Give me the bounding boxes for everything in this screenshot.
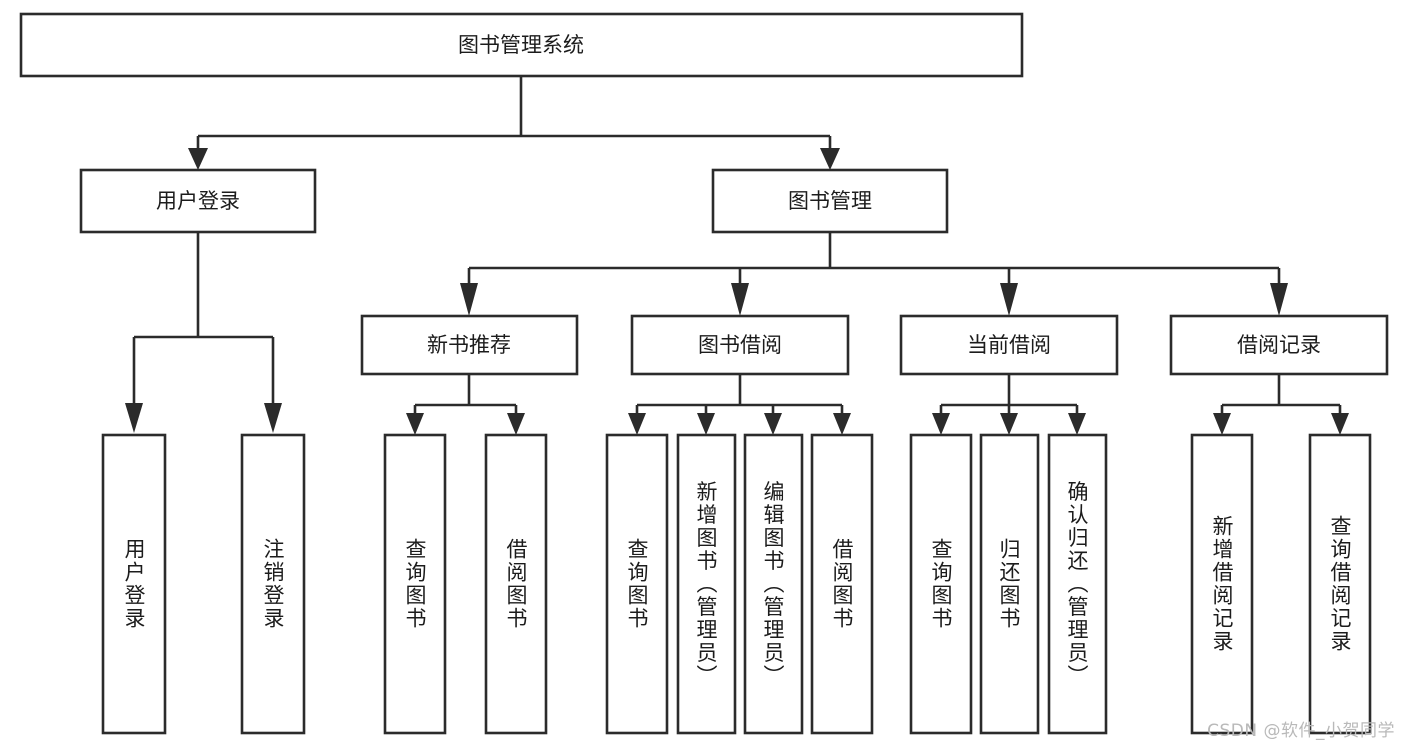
node-user-login-box[interactable] <box>79 168 317 234</box>
arrowhead-leaf-query-book-borrow <box>628 413 646 435</box>
node-root-box[interactable] <box>19 12 1024 78</box>
leaf-user-logout[interactable]: 注销登录 <box>240 433 306 735</box>
arrowhead-leaf-add-book <box>697 413 715 435</box>
leaf-add-book[interactable]: 新增图书（管理员） <box>676 433 737 735</box>
leaf-user-login-label: 用户登录 <box>122 538 146 630</box>
leaf-return-book-box[interactable] <box>979 433 1040 735</box>
arrowhead-leaf-query-book-rec <box>406 413 424 435</box>
node-current-borrow-label: 当前借阅 <box>967 333 1051 357</box>
node-current-borrow[interactable]: 当前借阅 <box>899 314 1119 376</box>
arrowhead-leaf-borrow-book-rec <box>507 413 525 435</box>
leaf-user-login[interactable]: 用户登录 <box>101 433 167 735</box>
node-book-manage-label: 图书管理 <box>788 189 872 213</box>
arrowhead-new-book-rec <box>460 283 478 316</box>
arrowhead-leaf-edit-book <box>764 413 782 435</box>
leaf-query-book-cur-label: 查询图书 <box>929 538 953 630</box>
leaf-query-record[interactable]: 查询借阅记录 <box>1308 433 1372 735</box>
leaf-query-book-borrow-box[interactable] <box>605 433 669 735</box>
arrowhead-leaf-return-book <box>1000 413 1018 435</box>
leaf-borrow-book-label: 借阅图书 <box>830 538 854 630</box>
node-new-book-rec[interactable]: 新书推荐 <box>360 314 579 376</box>
leaf-user-login-box[interactable] <box>101 433 167 735</box>
arrowhead-book-manage <box>820 148 840 170</box>
leaf-query-record-box[interactable] <box>1308 433 1372 735</box>
leaf-query-book-borrow[interactable]: 查询图书 <box>605 433 669 735</box>
node-book-manage[interactable]: 图书管理 <box>711 168 949 234</box>
leaf-return-book[interactable]: 归还图书 <box>979 433 1040 735</box>
leaf-borrow-book-box[interactable] <box>810 433 874 735</box>
leaf-user-logout-box[interactable] <box>240 433 306 735</box>
leaf-borrow-book[interactable]: 借阅图书 <box>810 433 874 735</box>
leaf-edit-book-label: 编辑图书（管理员） <box>761 481 785 688</box>
node-new-book-rec-label: 新书推荐 <box>427 333 511 357</box>
node-root-label: 图书管理系统 <box>458 33 584 57</box>
leaf-borrow-book-rec-box[interactable] <box>484 433 548 735</box>
arrowhead-borrow-record <box>1270 283 1288 316</box>
arrowhead-leaf-query-book-cur <box>932 413 950 435</box>
leaf-add-record-box[interactable] <box>1190 433 1254 735</box>
leaf-add-book-label: 新增图书（管理员） <box>694 481 718 688</box>
leaf-return-book-label: 归还图书 <box>997 538 1021 630</box>
node-book-borrow[interactable]: 图书借阅 <box>630 314 850 376</box>
node-current-borrow-box[interactable] <box>899 314 1119 376</box>
arrowhead-leaf-borrow-book <box>833 413 851 435</box>
leaf-query-book-cur-box[interactable] <box>909 433 973 735</box>
node-borrow-record[interactable]: 借阅记录 <box>1169 314 1389 376</box>
node-book-manage-box[interactable] <box>711 168 949 234</box>
node-user-login[interactable]: 用户登录 <box>79 168 317 234</box>
arrowhead-leaf-confirm-return <box>1068 413 1086 435</box>
leaf-user-logout-label: 注销登录 <box>261 538 285 630</box>
leaf-add-book-box[interactable] <box>676 433 737 735</box>
leaf-confirm-return-box[interactable] <box>1047 433 1108 735</box>
leaf-confirm-return[interactable]: 确认归还（管理员） <box>1047 433 1108 735</box>
arrowhead-current-borrow <box>1000 283 1018 316</box>
leaf-query-book-borrow-label: 查询图书 <box>625 538 649 630</box>
node-book-borrow-box[interactable] <box>630 314 850 376</box>
leaf-confirm-return-label: 确认归还（管理员） <box>1065 481 1089 688</box>
node-root[interactable]: 图书管理系统 <box>19 12 1024 78</box>
arrowhead-leaf-user-logout <box>264 403 282 433</box>
leaf-borrow-book-rec-label: 借阅图书 <box>504 538 528 630</box>
leaf-edit-book[interactable]: 编辑图书（管理员） <box>743 433 804 735</box>
connectors-group <box>125 76 1349 435</box>
leaf-query-book-rec-label: 查询图书 <box>403 538 427 630</box>
arrowhead-leaf-query-record <box>1331 413 1349 435</box>
arrowhead-user-login <box>188 148 208 170</box>
arrowhead-book-borrow <box>731 283 749 316</box>
node-borrow-record-box[interactable] <box>1169 314 1389 376</box>
leaf-query-book-rec[interactable]: 查询图书 <box>383 433 447 735</box>
node-user-login-label: 用户登录 <box>156 189 240 213</box>
node-new-book-rec-box[interactable] <box>360 314 579 376</box>
leaf-add-record[interactable]: 新增借阅记录 <box>1190 433 1254 735</box>
leaf-query-book-cur[interactable]: 查询图书 <box>909 433 973 735</box>
leaf-add-record-label: 新增借阅记录 <box>1210 515 1234 653</box>
leaf-edit-book-box[interactable] <box>743 433 804 735</box>
node-borrow-record-label: 借阅记录 <box>1237 333 1321 357</box>
leaf-query-book-rec-box[interactable] <box>383 433 447 735</box>
leaf-query-record-label: 查询借阅记录 <box>1328 515 1352 653</box>
arrowhead-leaf-user-login <box>125 403 143 433</box>
arrowhead-leaf-add-record <box>1213 413 1231 435</box>
leaf-borrow-book-rec[interactable]: 借阅图书 <box>484 433 548 735</box>
node-book-borrow-label: 图书借阅 <box>698 333 782 357</box>
